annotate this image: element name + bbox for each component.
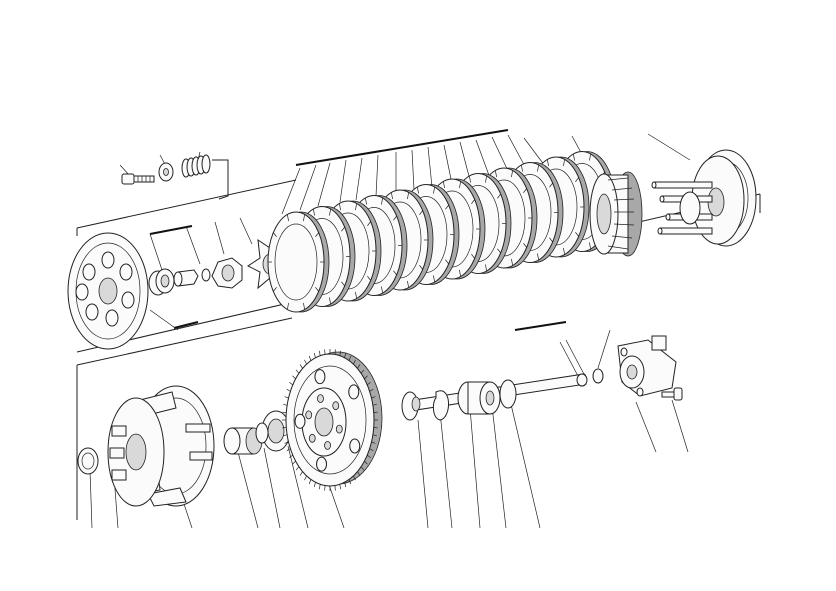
- bushing-icon: [223, 427, 263, 455]
- circlip-icon: [432, 390, 450, 421]
- bracket-lines: [149, 129, 567, 331]
- o-ring-icon: [201, 268, 211, 282]
- inner-drum-icon: [589, 171, 643, 257]
- slave-cylinder-icon: [617, 335, 677, 397]
- hub-flange-icon: [651, 149, 757, 247]
- bolt-icon: [121, 173, 155, 185]
- pressure-plate-icon: [67, 232, 149, 350]
- spacer-icon: [401, 391, 421, 421]
- outer-basket-icon: [107, 385, 215, 507]
- primary-gear-icon: [282, 349, 383, 491]
- bearing-icon: [457, 379, 517, 415]
- screw-icon: [661, 387, 683, 401]
- bearing-icon: [148, 268, 175, 296]
- washer-icon: [158, 162, 174, 182]
- lower-group-frame: [76, 317, 293, 520]
- clutch-plate-stack-icon: [267, 151, 616, 313]
- small-ring-icon: [576, 368, 604, 387]
- washer-icon: [77, 447, 99, 475]
- spring-icon: [181, 154, 211, 178]
- leader-lines-upper: [119, 133, 691, 331]
- pushrod-head-icon: [173, 269, 199, 287]
- clutch-plate: [267, 211, 330, 313]
- nut-icon: [211, 257, 243, 289]
